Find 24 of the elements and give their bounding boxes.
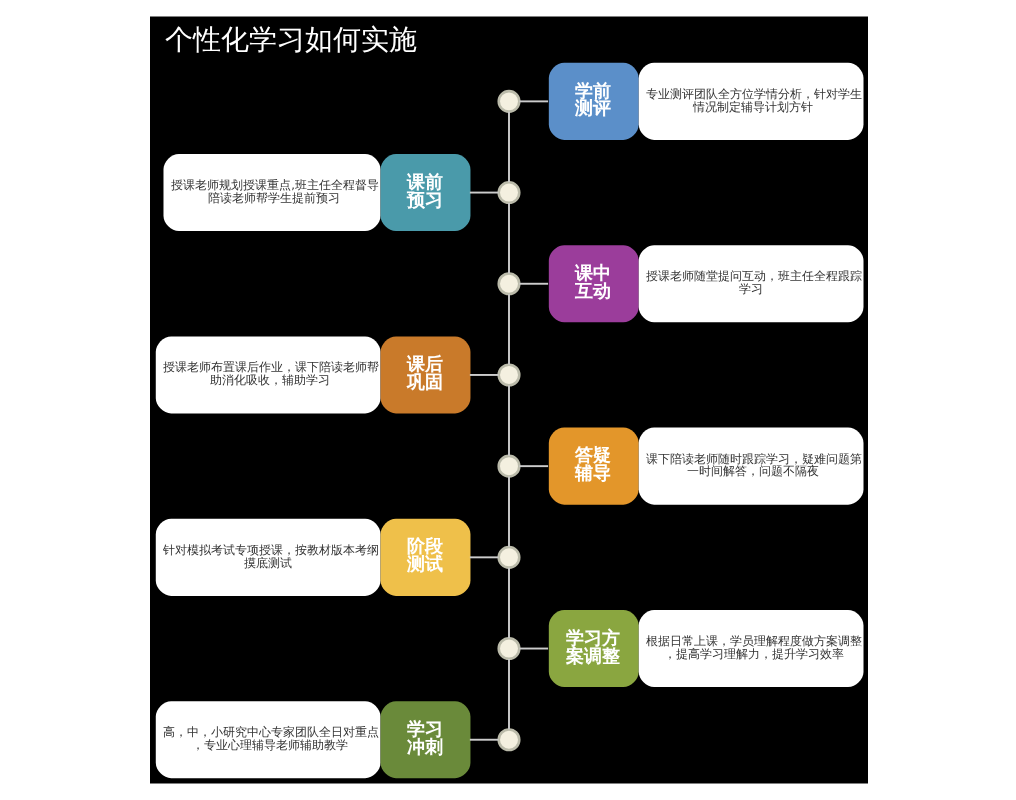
connector	[517, 100, 549, 103]
connector	[507, 566, 509, 639]
connector	[507, 110, 509, 183]
connector	[517, 282, 549, 285]
connector	[467, 191, 499, 194]
connector	[507, 475, 509, 548]
connector	[517, 465, 549, 468]
connector	[507, 293, 509, 366]
node-circle	[496, 545, 520, 569]
connector	[507, 658, 509, 731]
diagram-title: 个性化学习如何实施	[164, 25, 417, 58]
connector	[467, 556, 499, 559]
connector	[507, 202, 509, 275]
connector	[467, 374, 499, 376]
node-circle	[496, 454, 520, 478]
node-circle	[496, 728, 520, 752]
node-circle	[496, 181, 520, 205]
connector	[467, 738, 499, 741]
node-circle	[496, 89, 520, 113]
connector	[507, 384, 509, 457]
connector	[517, 647, 549, 650]
node-circle	[496, 272, 520, 296]
node-circle	[496, 636, 520, 661]
node-circle	[496, 363, 520, 387]
